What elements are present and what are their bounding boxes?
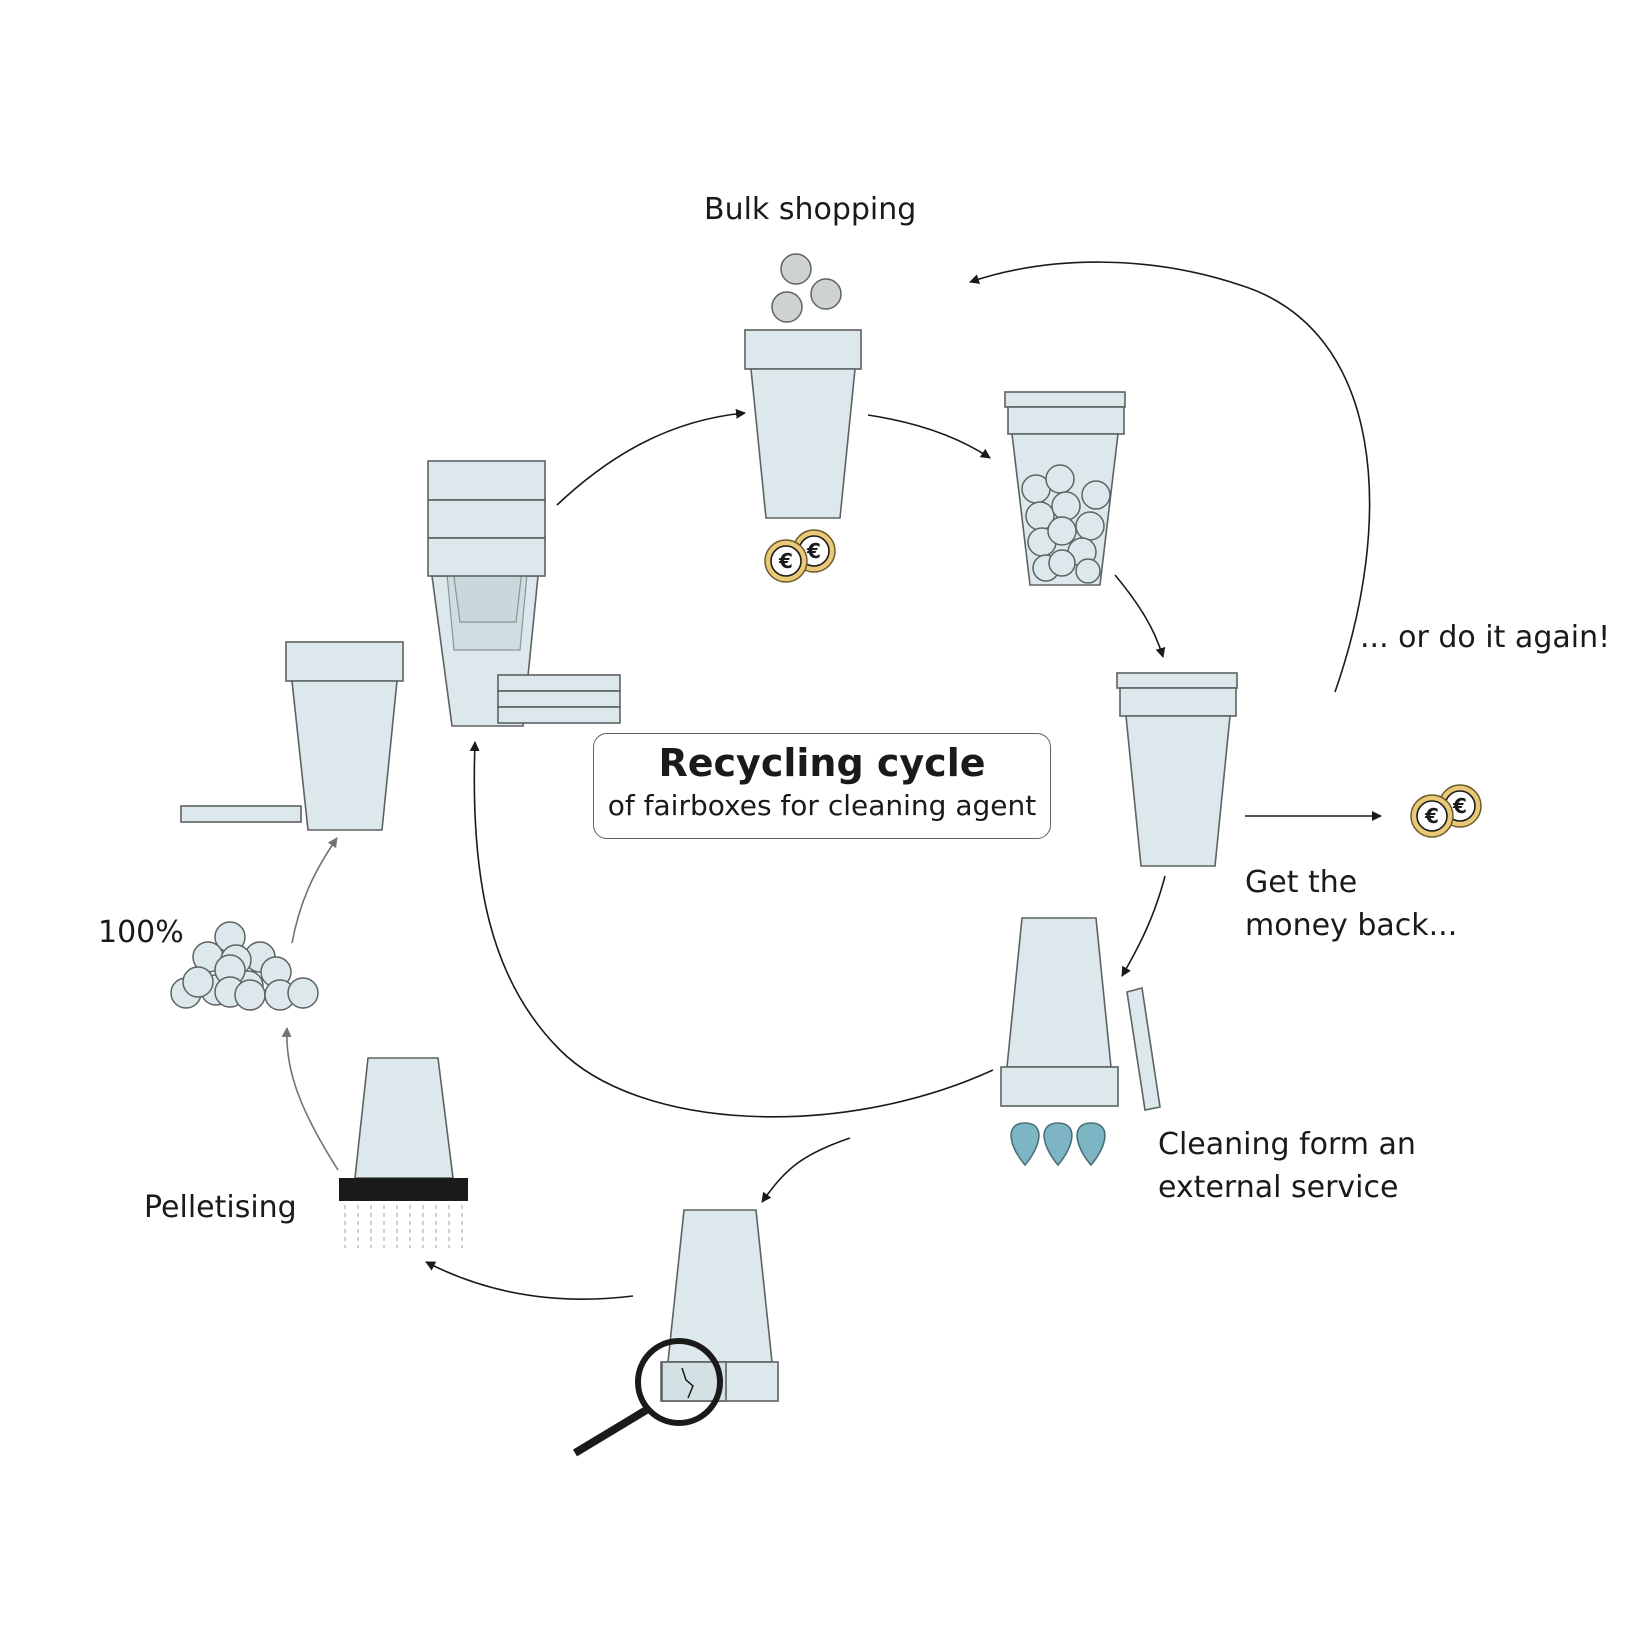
coins-bulk: € €	[764, 529, 836, 583]
arrow-again	[969, 261, 1371, 693]
label-do-it-again: ... or do it again!	[1360, 620, 1611, 655]
label-money-back-1: Get the	[1245, 865, 1358, 900]
new-cup	[180, 641, 404, 831]
magnifier-icon	[572, 1338, 723, 1457]
label-cleaning-1: Cleaning form an	[1158, 1127, 1416, 1162]
label-bulk-shopping: Bulk shopping	[704, 192, 917, 227]
title-box: Recycling cycle of fairboxes for cleanin…	[593, 733, 1051, 839]
inspection-cup	[660, 1209, 779, 1402]
arrow-filled-to-closed	[1114, 574, 1166, 658]
closed-cup	[1116, 672, 1238, 867]
arrow-cleaning-to-inspect	[761, 1137, 851, 1203]
water-drops	[1010, 1122, 1106, 1167]
diagram-subtitle: of fairboxes for cleaning agent	[607, 788, 1037, 822]
coin-symbol: €	[1424, 804, 1439, 828]
coin-symbol: €	[1452, 794, 1467, 818]
arrow-granules-to-newcup	[291, 837, 338, 944]
diagram-title: Recycling cycle	[658, 741, 986, 785]
arrow-inspect-to-pellet	[425, 1261, 634, 1300]
coin-symbol: €	[778, 549, 793, 573]
cleaning-cup	[1000, 917, 1161, 1111]
label-money-back-2: money back...	[1245, 908, 1458, 943]
label-100-percent: 100%	[98, 915, 184, 950]
coin-symbol: €	[806, 539, 821, 563]
pelletising-cup	[339, 1057, 468, 1248]
arrow-cleaning-to-stack	[469, 741, 994, 1118]
arrow-closed-to-cleaning	[1121, 875, 1166, 977]
arrow-stack-to-bulk	[556, 408, 746, 506]
arrow-pellet-to-granules	[281, 1027, 339, 1171]
bulk-shopping-cup	[744, 253, 862, 519]
label-cleaning-2: external service	[1158, 1170, 1399, 1205]
filled-cup	[1004, 391, 1126, 586]
arrow-bulk-to-filled	[867, 414, 991, 459]
coins-money-back: € €	[1410, 784, 1482, 838]
stacked-cups	[427, 460, 621, 727]
label-pelletising: Pelletising	[144, 1190, 297, 1225]
granules-pile	[170, 921, 319, 1011]
